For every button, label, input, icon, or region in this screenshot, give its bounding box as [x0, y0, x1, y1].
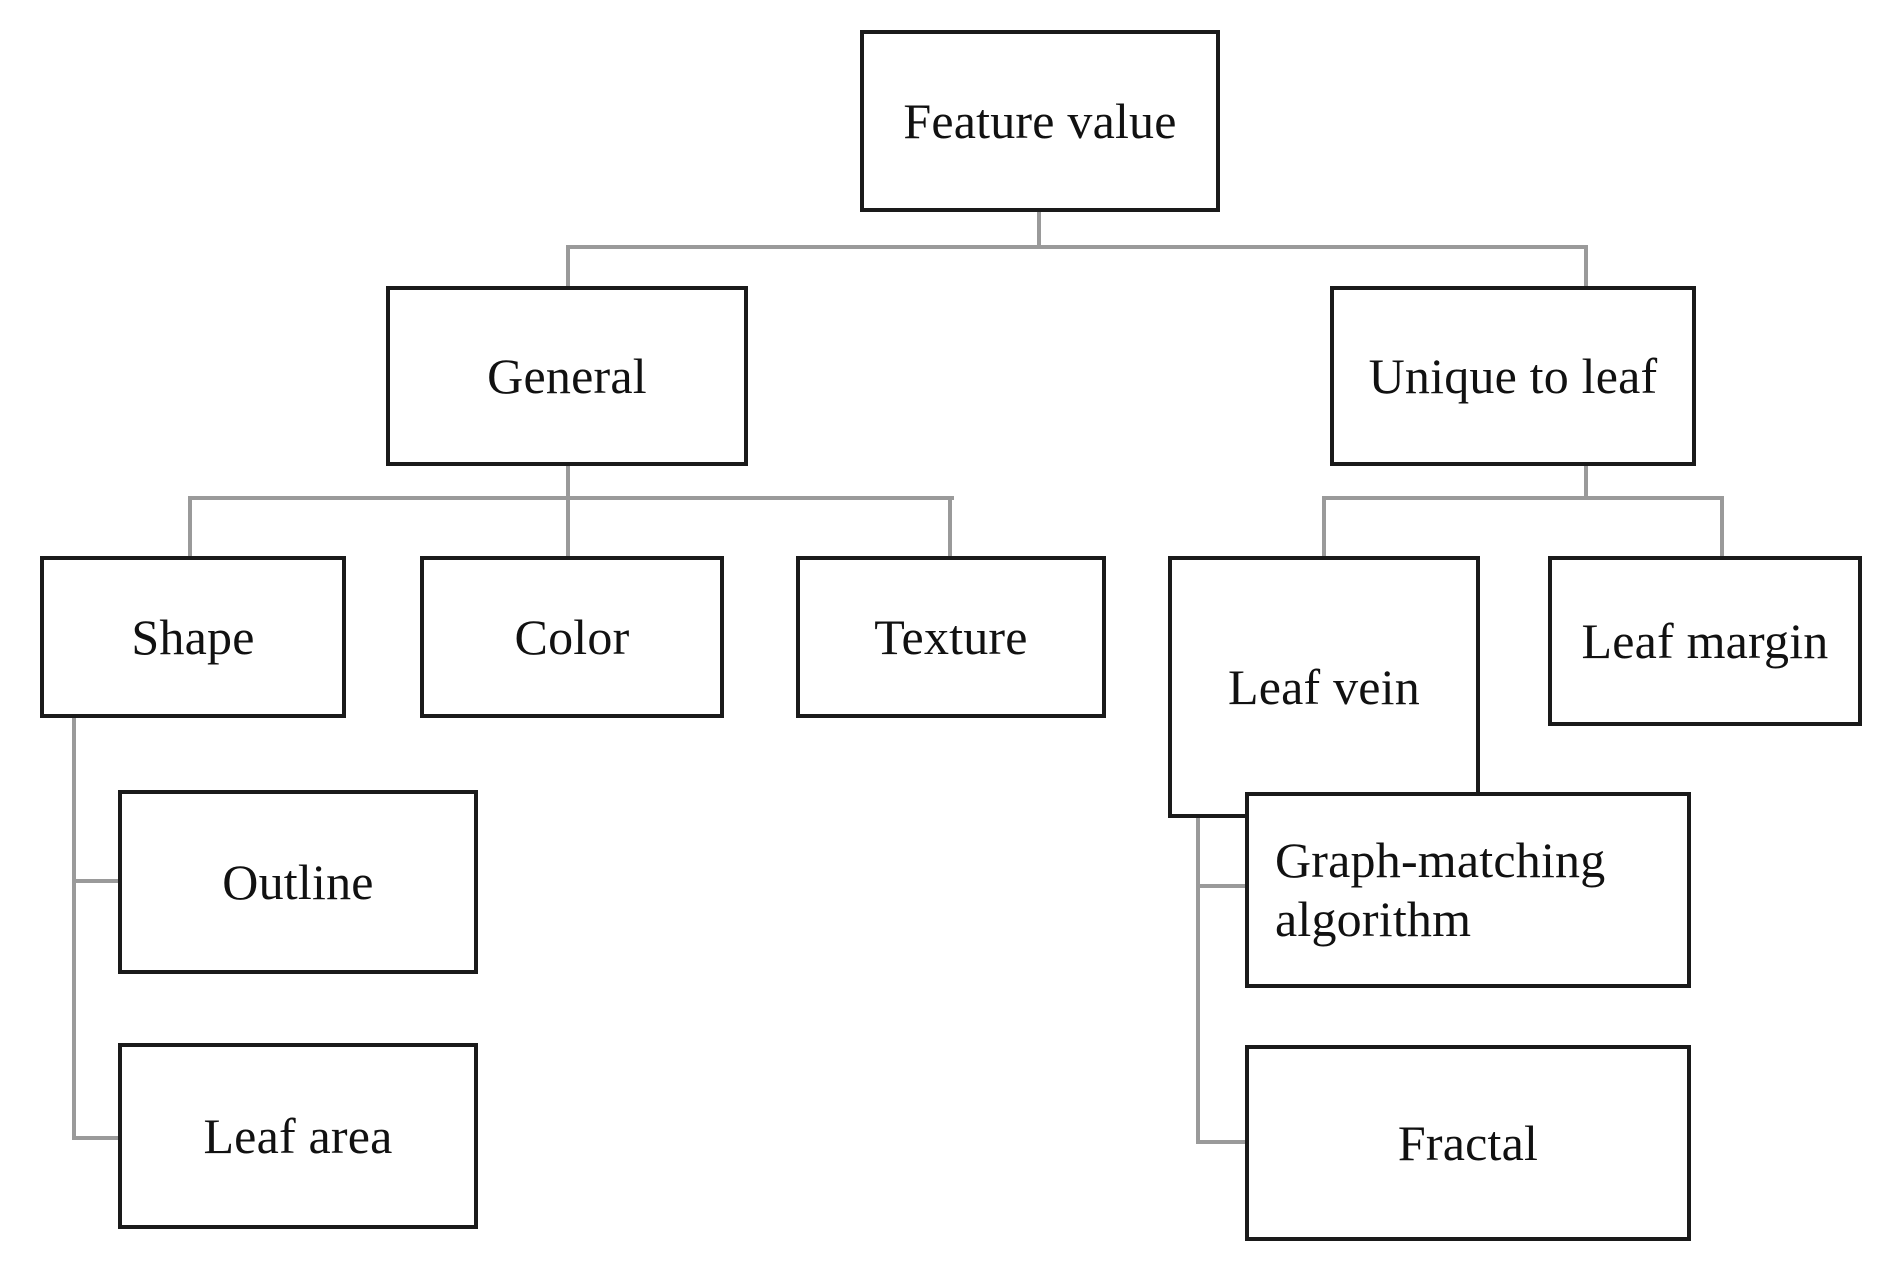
connector-to-texture	[948, 496, 952, 558]
node-color[interactable]: Color	[420, 556, 724, 718]
connector-to-leaf-margin	[1720, 496, 1724, 558]
node-label: Texture	[874, 608, 1028, 665]
node-label: Outline	[222, 853, 374, 910]
connector-level1-bar	[566, 245, 1588, 249]
node-feature-value[interactable]: Feature value	[860, 30, 1220, 212]
connector-to-shape	[188, 496, 192, 558]
connector-unique-bar	[1322, 496, 1724, 500]
connector-general-bar	[188, 496, 954, 500]
node-unique-to-leaf[interactable]: Unique to leaf	[1330, 286, 1696, 466]
node-label: Feature value	[903, 92, 1177, 149]
connector-to-leaf-vein	[1322, 496, 1326, 558]
node-label: Leaf vein	[1228, 658, 1420, 715]
node-leaf-margin[interactable]: Leaf margin	[1548, 556, 1862, 726]
node-general[interactable]: General	[386, 286, 748, 466]
node-leaf-area[interactable]: Leaf area	[118, 1043, 478, 1229]
connector-leaf-vein-spine	[1196, 816, 1200, 1144]
connector-shape-spine	[72, 716, 76, 1140]
connector-to-color	[566, 496, 570, 558]
node-label: Shape	[131, 608, 255, 665]
node-shape[interactable]: Shape	[40, 556, 346, 718]
connector-root-drop	[1037, 212, 1041, 249]
connector-to-leaf-area	[72, 1136, 120, 1140]
node-outline[interactable]: Outline	[118, 790, 478, 974]
node-label: Leaf area	[203, 1107, 393, 1164]
connector-to-fractal	[1196, 1140, 1246, 1144]
connector-unique-drop	[1584, 464, 1588, 500]
node-label: Fractal	[1397, 1114, 1539, 1171]
node-label: Unique to leaf	[1368, 347, 1658, 404]
node-graph-matching-algorithm[interactable]: Graph-matching algorithm	[1245, 792, 1691, 988]
connector-to-outline	[72, 879, 120, 883]
node-fractal[interactable]: Fractal	[1245, 1045, 1691, 1241]
connector-to-general	[566, 245, 570, 288]
connector-to-graph-matching	[1196, 884, 1246, 888]
connector-to-unique-to-leaf	[1584, 245, 1588, 288]
node-texture[interactable]: Texture	[796, 556, 1106, 718]
node-label: Leaf margin	[1581, 612, 1829, 669]
connector-general-drop	[566, 464, 570, 500]
node-label: Color	[514, 608, 630, 665]
node-label: Graph-matching algorithm	[1275, 832, 1606, 947]
node-label: General	[487, 347, 647, 404]
node-leaf-vein[interactable]: Leaf vein	[1168, 556, 1480, 818]
